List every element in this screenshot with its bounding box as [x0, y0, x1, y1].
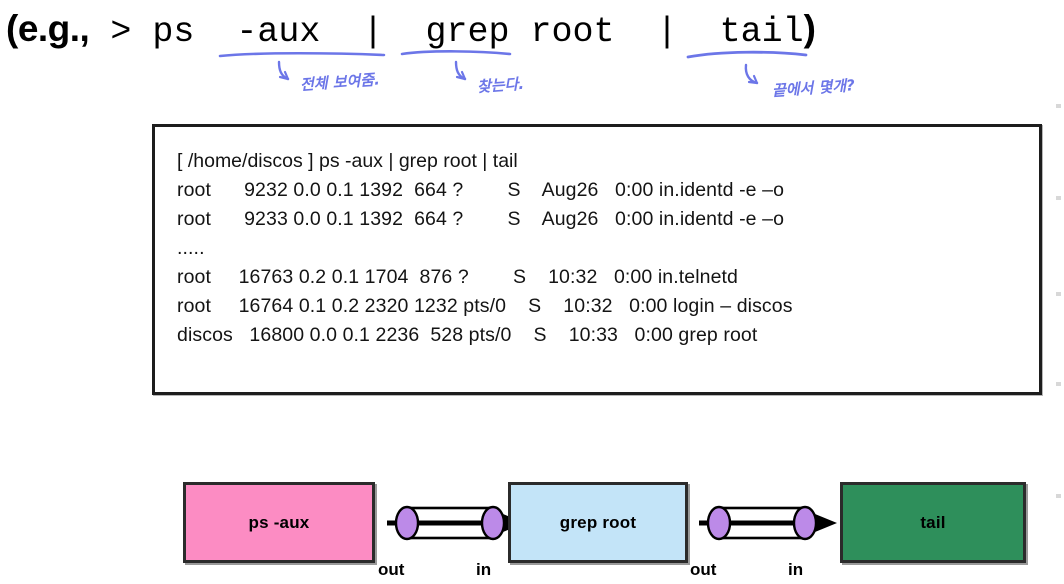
cmd-space-0	[131, 12, 152, 52]
process-box-tail: tail	[840, 482, 1026, 563]
cmd-token-ps: ps	[152, 12, 195, 52]
margin-tick	[1056, 292, 1061, 296]
cmd-token-grep: grep	[425, 12, 510, 52]
pipe-2-in-label: in	[788, 560, 804, 579]
eg-prefix-text: (e.g.,	[6, 8, 90, 49]
margin-tick	[1056, 382, 1061, 386]
terminal-row: root 16763 0.2 0.1 1704 876 ? S 10:32 0:…	[177, 266, 738, 288]
handwritten-note-aux: 전체 보여줌.	[299, 70, 381, 94]
shell-prompt-symbol	[89, 12, 110, 52]
cmd-space-4	[510, 12, 531, 52]
cmd-space-5	[615, 12, 657, 52]
handwritten-arrow-3-icon	[743, 63, 773, 91]
margin-tick	[1056, 196, 1061, 200]
terminal-row: discos 16800 0.0 0.1 2236 528 pts/0 S 10…	[177, 324, 758, 346]
pipeline-diagram: ps -aux out in grep root out in tail	[0, 460, 1064, 584]
example-command-heading: (e.g., > ps -aux | grep root | tail)	[6, 8, 1046, 60]
cmd-token-root: root	[530, 12, 615, 52]
terminal-row: root 16764 0.1 0.2 2320 1232 pts/0 S 10:…	[177, 295, 793, 317]
handwritten-arrow-1-icon	[276, 60, 302, 86]
handwritten-arrow-2-icon	[453, 60, 479, 86]
terminal-row: root 9232 0.0 0.1 1392 664 ? S Aug26 0:0…	[177, 179, 785, 201]
process-box-tail-label: tail	[920, 512, 946, 532]
terminal-row: .....	[177, 237, 205, 259]
cmd-token-tail: tail	[719, 12, 804, 52]
terminal-row: root 9233 0.0 0.1 1392 664 ? S Aug26 0:0…	[177, 208, 785, 230]
shell-prompt-glyph: >	[110, 12, 132, 52]
pipe-connector-2	[697, 500, 847, 570]
cmd-token-pipe-2: |	[656, 12, 678, 52]
handwritten-note-tail: 끝에서 몇개?	[771, 76, 856, 100]
terminal-prompt-line: [ /home/discos ] ps -aux | grep root | t…	[177, 150, 518, 172]
pipe-connector-1	[385, 500, 535, 570]
cmd-token-pipe-1: |	[362, 12, 384, 52]
pipe-1-out-label: out	[378, 560, 405, 579]
cmd-space-2	[320, 12, 362, 52]
process-box-grep-label: grep root	[559, 512, 637, 532]
cmd-space-3	[383, 12, 425, 52]
pipe-2-out-label: out	[690, 560, 717, 579]
cmd-token-aux: -aux	[236, 12, 321, 52]
margin-tick	[1056, 494, 1061, 498]
process-box-ps-label: ps -aux	[248, 512, 310, 532]
cmd-space-1	[194, 12, 236, 52]
process-box-ps: ps -aux	[183, 482, 375, 563]
pipe-1-in-label: in	[476, 560, 492, 579]
terminal-output-box: [ /home/discos ] ps -aux | grep root | t…	[152, 124, 1042, 395]
cmd-space-6	[678, 12, 720, 52]
process-box-grep: grep root	[508, 482, 688, 563]
terminal-lines: [ /home/discos ] ps -aux | grep root | t…	[177, 147, 1033, 350]
margin-tick	[1056, 104, 1061, 108]
handwritten-note-grep: 찾는다.	[476, 74, 525, 96]
closing-paren-text: )	[803, 8, 816, 49]
